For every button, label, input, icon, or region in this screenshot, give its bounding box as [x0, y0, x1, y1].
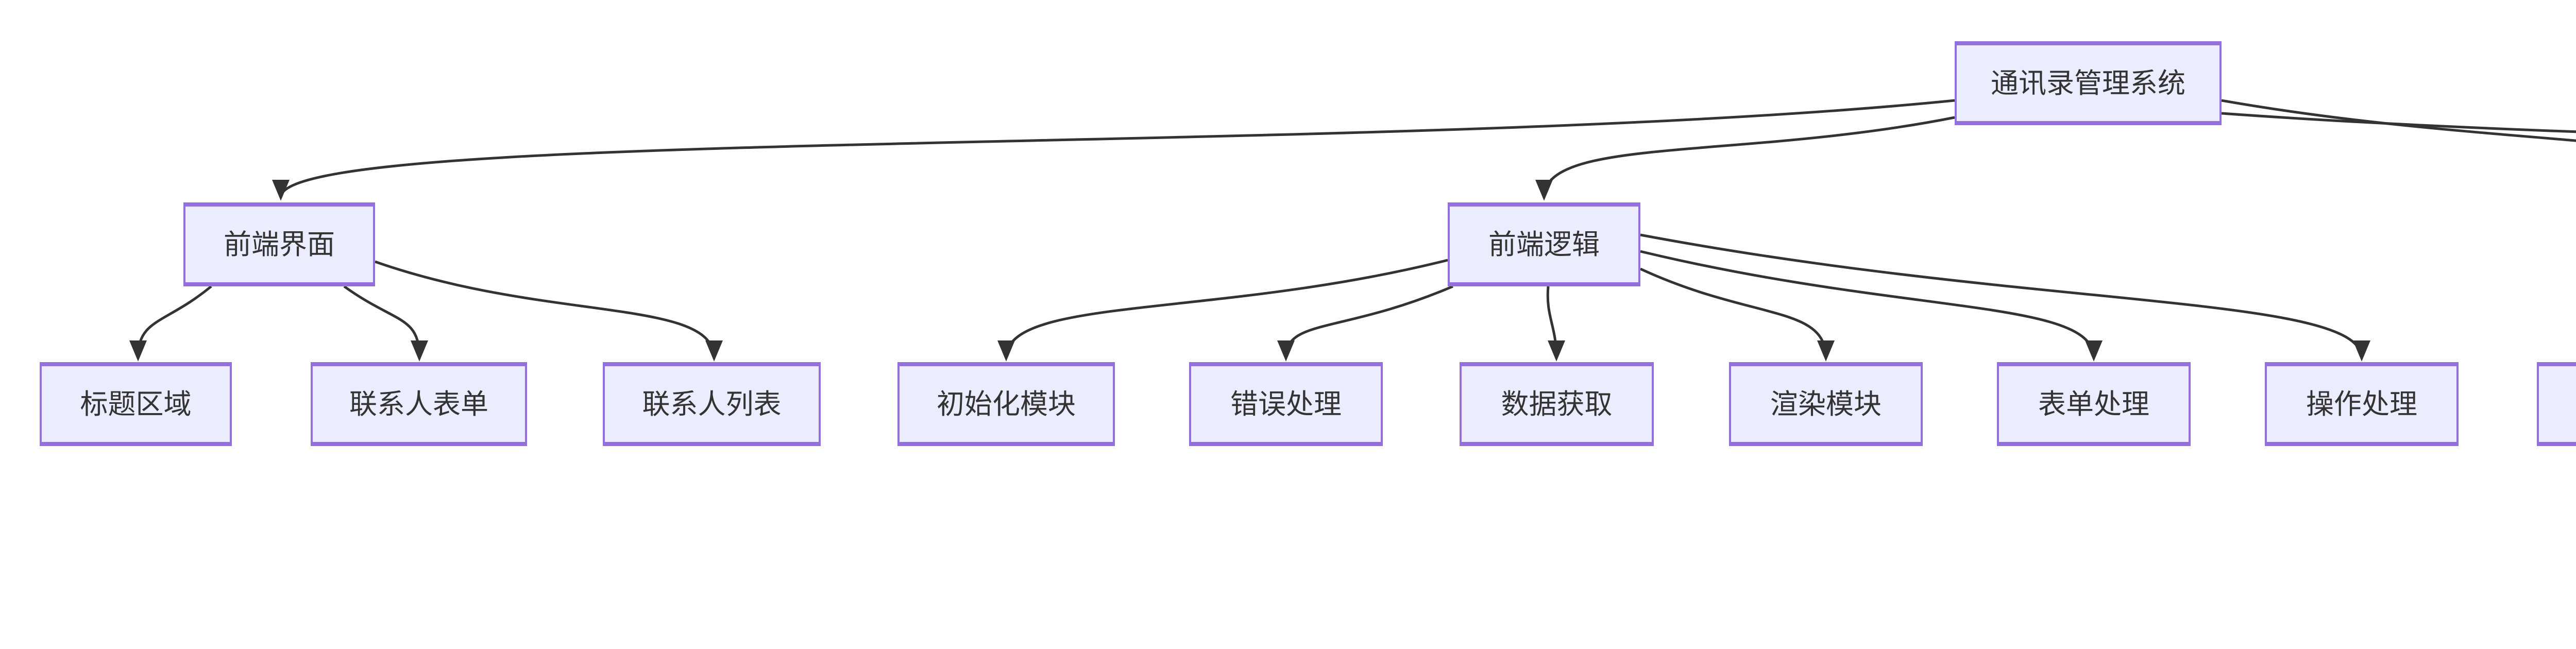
- node-label: 初始化模块: [937, 388, 1076, 420]
- node-render-module: 渲染模块: [1729, 362, 1923, 446]
- node-contact-list: 联系人列表: [603, 362, 821, 446]
- node-label: 标题区域: [80, 388, 192, 420]
- node-init-module: 初始化模块: [897, 362, 1115, 446]
- edge-frontend-logic-action-handling: [1640, 233, 2370, 362]
- node-frontend-logic: 前端逻辑: [1448, 202, 1640, 286]
- edge-frontend-ui-title-area: [129, 285, 212, 362]
- node-form-handling: 表单处理: [1997, 362, 2191, 446]
- edge-root-frontend-logic: [1535, 116, 1955, 201]
- node-label: 通讯录管理系统: [1991, 67, 2185, 99]
- edge-frontend-ui-contact-form: [343, 285, 428, 362]
- node-label: 联系人列表: [642, 388, 782, 420]
- node-frontend-ui: 前端界面: [183, 202, 375, 286]
- node-label: 表单处理: [2038, 388, 2149, 420]
- node-label: 前端界面: [224, 229, 335, 260]
- edge-frontend-logic-data-fetch: [1546, 286, 1565, 362]
- node-title-area: 标题区域: [40, 362, 232, 446]
- node-label: 操作处理: [2306, 388, 2417, 420]
- node-label: 数据获取: [1501, 388, 1613, 420]
- edge-frontend-ui-contact-list: [375, 260, 723, 362]
- edge-frontend-logic-render-module: [1639, 267, 1835, 362]
- edge-frontend-logic-error-handling: [1277, 285, 1453, 362]
- node-contact-management-system: 通讯录管理系统: [1955, 41, 2222, 125]
- node-error-handling: 错误处理: [1189, 362, 1383, 446]
- edge-root-backend-service: [2221, 112, 2576, 133]
- node-label: 错误处理: [1230, 388, 1342, 420]
- edge-frontend-logic-form-handling: [1640, 250, 2103, 362]
- node-action-handling: 操作处理: [2265, 362, 2459, 446]
- node-global-styles: 全局样式: [2537, 362, 2576, 446]
- node-label: 联系人表单: [349, 388, 488, 420]
- edge-root-frontend-ui: [272, 99, 1955, 201]
- node-data-fetch: 数据获取: [1460, 362, 1654, 446]
- node-contact-form: 联系人表单: [311, 362, 527, 446]
- node-label: 渲染模块: [1770, 388, 1882, 420]
- edge-root-style-system: [2221, 99, 2576, 142]
- node-label: 前端逻辑: [1488, 229, 1600, 260]
- edge-frontend-logic-init-module: [997, 259, 1448, 362]
